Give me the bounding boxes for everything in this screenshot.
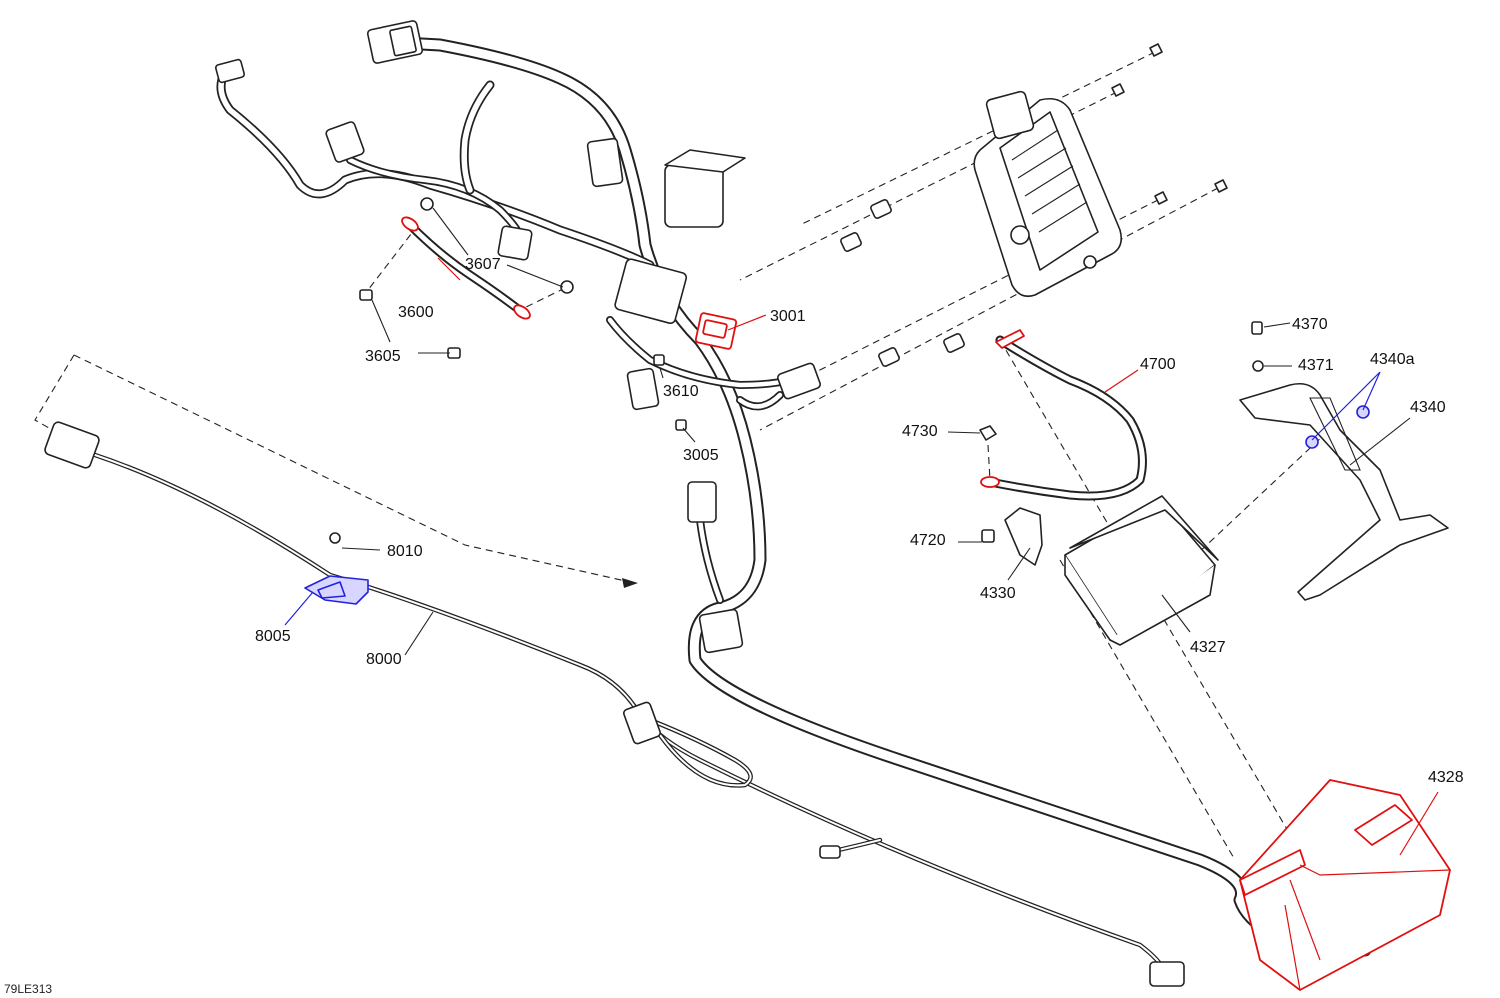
control-module: [973, 90, 1123, 298]
bracket-4340: [1239, 321, 1449, 601]
callout-4700: 4700: [1140, 356, 1176, 373]
callout-4328: 4328: [1428, 769, 1464, 786]
callout-4340a: 4340a: [1370, 351, 1415, 368]
main-wiring-harness: [214, 20, 1372, 957]
callout-3605: 3605: [365, 348, 401, 365]
fasteners-3605-3607-3610: [359, 197, 687, 431]
harness-8000: [44, 421, 1185, 987]
terminal-cover-4330: [1004, 507, 1043, 566]
callout-4370: 4370: [1292, 316, 1328, 333]
battery-cable-4700: [980, 329, 1147, 501]
module-studs: [840, 43, 1228, 367]
callout-4330: 4330: [980, 585, 1016, 602]
clip-8005: [304, 575, 369, 605]
callout-3600: 3600: [398, 304, 434, 321]
ground-strap-3600: [401, 216, 531, 320]
callout-8010: 8010: [387, 543, 423, 560]
callout-4327: 4327: [1190, 639, 1226, 656]
callout-3607: 3607: [465, 256, 501, 273]
callout-8000: 8000: [366, 651, 402, 668]
callout-8005: 8005: [255, 628, 291, 645]
leader-lines: [284, 207, 1439, 856]
callout-4730: 4730: [902, 423, 938, 440]
callout-3610: 3610: [663, 383, 699, 400]
battery-fasteners-4720-4730: [979, 425, 997, 543]
callout-4371: 4371: [1298, 357, 1334, 374]
callout-3005: 3005: [683, 447, 719, 464]
callout-4340: 4340: [1410, 399, 1446, 416]
callout-labels: 3001 3005 3600 3605 3607 3610 4327 4328 …: [255, 256, 1464, 786]
callout-3001: 3001: [770, 308, 806, 325]
callout-4720: 4720: [910, 532, 946, 549]
drawing-code: 79LE313: [4, 982, 52, 996]
battery-tray-4328: [1239, 779, 1451, 991]
relay-3001: [694, 312, 738, 350]
battery-4327: [1064, 495, 1219, 646]
